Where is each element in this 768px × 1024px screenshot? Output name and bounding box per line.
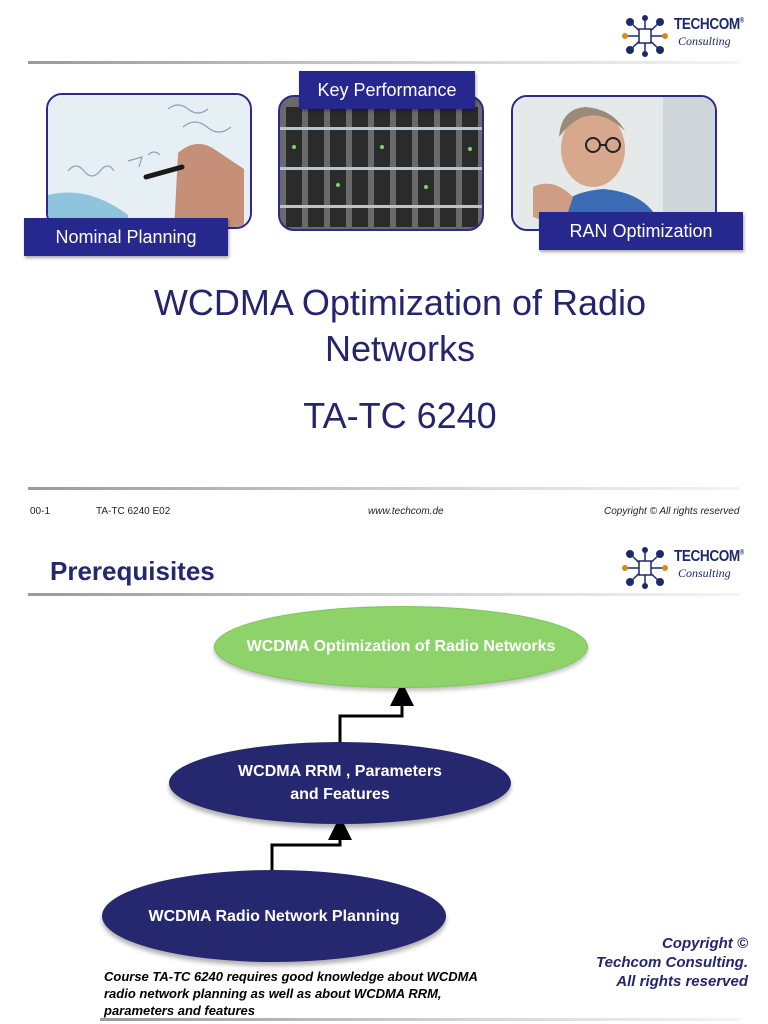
top-rule: [28, 61, 740, 64]
node-middle-label-2: and Features: [290, 786, 390, 803]
footer-page-number: 00-1: [30, 506, 51, 517]
engineer-photo: [511, 95, 717, 231]
logo-subtitle: Consulting: [678, 566, 731, 580]
copyright-line-1: Copyright ©: [661, 935, 748, 952]
node-bottom-label: WCDMA Radio Network Planning: [148, 907, 400, 925]
footer-rule: [28, 487, 740, 490]
node-wcdma-rrm: WCDMA RRM , Parameters and Features: [169, 742, 511, 824]
node-wcdma-planning: WCDMA Radio Network Planning: [102, 870, 446, 962]
logo-brand: TECHCOM®: [674, 548, 744, 565]
logo-brand: TECHCOM®: [674, 16, 744, 33]
copyright-block: Copyright © Techcom Consulting. All righ…: [560, 934, 748, 991]
footer-url: www.techcom.de: [368, 506, 444, 517]
arrow-bottom-to-middle: [270, 816, 352, 872]
footer-copyright: Copyright © All rights reserved: [604, 506, 740, 517]
server-rack-illustration: [280, 97, 482, 229]
slide2-top-rule: [28, 593, 740, 596]
whiteboard-photo: [46, 93, 252, 229]
course-title-line2: Networks: [324, 328, 476, 369]
techcom-logo: TECHCOM® Consulting: [622, 14, 752, 58]
note-line-1: Course TA-TC 6240 requires good knowledg…: [104, 969, 478, 984]
techcom-logo-2: TECHCOM® Consulting: [622, 546, 752, 590]
server-rack-photo: [278, 95, 484, 231]
course-title-line1: WCDMA Optimization of Radio: [153, 282, 647, 323]
copyright-line-2: Techcom Consulting.: [596, 954, 748, 971]
footer-doc-id: TA-TC 6240 E02: [96, 506, 171, 517]
note-line-3: parameters and features: [104, 1003, 256, 1018]
node-top-label: WCDMA Optimization of Radio Networks: [246, 638, 556, 655]
network-logo-icon: [622, 15, 668, 57]
prerequisites-heading: Prerequisites: [50, 556, 215, 586]
node-wcdma-optimization: WCDMA Optimization of Radio Networks: [214, 606, 588, 688]
node-middle-label-1: WCDMA RRM , Parameters: [238, 763, 442, 780]
ran-optimization-label: RAN Optimization: [539, 212, 743, 250]
key-performance-label: Key Performance: [299, 71, 475, 109]
note-line-2: radio network planning as well as about …: [104, 986, 442, 1001]
network-logo-icon: [622, 547, 668, 589]
arrow-middle-to-top: [338, 682, 414, 745]
prerequisite-note: Course TA-TC 6240 requires good knowledg…: [104, 968, 524, 1019]
course-code: TA-TC 6240: [303, 395, 497, 436]
copyright-line-3: All rights reserved: [616, 973, 748, 990]
bottom-rule: [100, 1018, 740, 1021]
nominal-planning-label: Nominal Planning: [24, 218, 228, 256]
logo-subtitle: Consulting: [678, 34, 731, 48]
